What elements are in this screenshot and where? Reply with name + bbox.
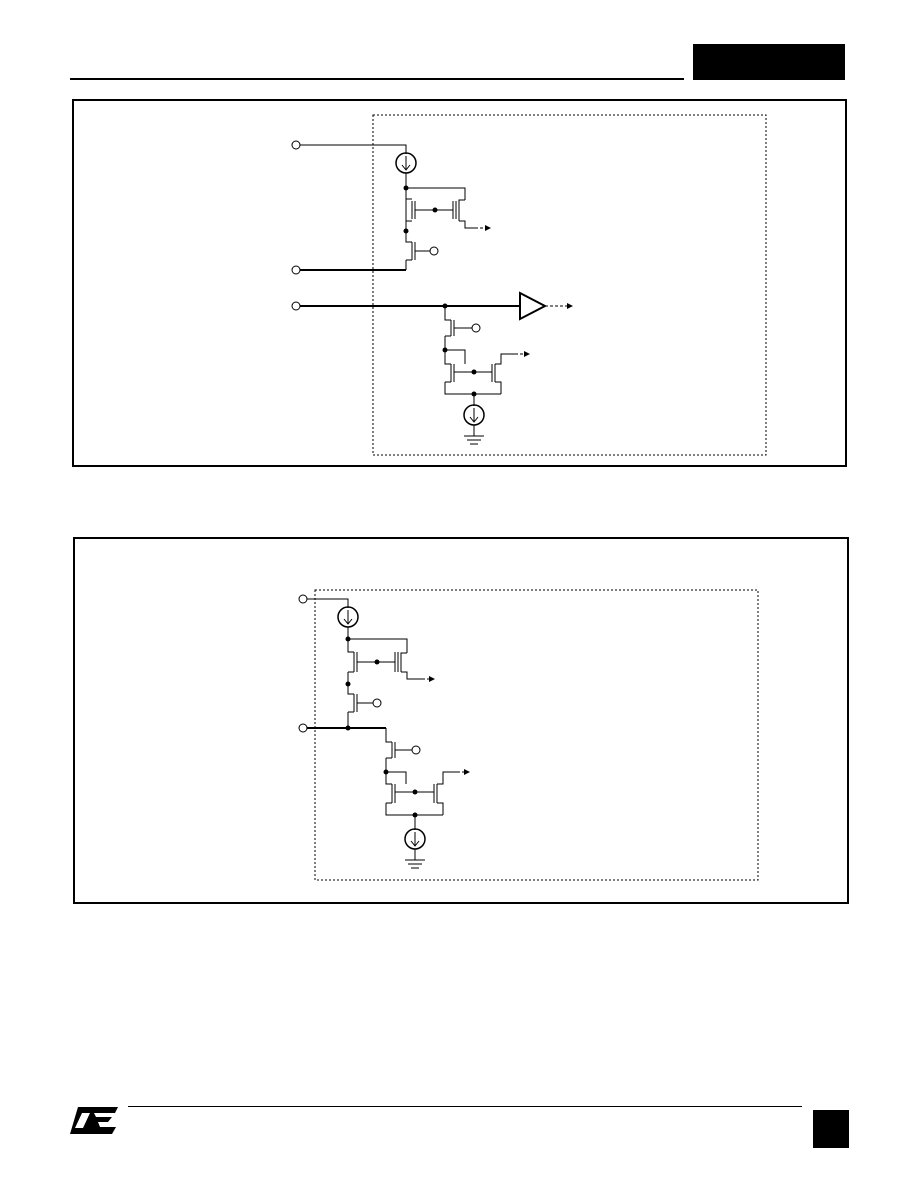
bias-pin-1 [429,246,439,256]
input-pin-5 [298,723,308,733]
circuit-1-schematic [291,114,767,456]
circuit-2-schematic [298,589,759,881]
ground-1 [464,425,484,445]
wire-in1 [300,144,407,154]
bias-pin-2 [471,323,481,333]
header-tab [693,44,845,80]
header-rule [70,78,684,80]
circuit-figure-2 [73,537,849,904]
device-boundary-1 [372,114,767,456]
bias-pin-4 [411,745,421,755]
buffer-amplifier-1 [519,291,548,321]
device-boundary-2 [314,589,759,881]
input-pin-2 [291,265,301,275]
footer-rule [128,1106,802,1107]
ground-2 [405,849,425,869]
circuit-figure-1 [72,99,847,467]
input-pin-3 [291,301,301,311]
company-logo-icon [70,1107,118,1134]
bias-pin-3 [372,698,382,708]
input-pin-4 [298,594,308,604]
page-number-box [813,1110,849,1148]
input-pin-1 [291,140,301,150]
